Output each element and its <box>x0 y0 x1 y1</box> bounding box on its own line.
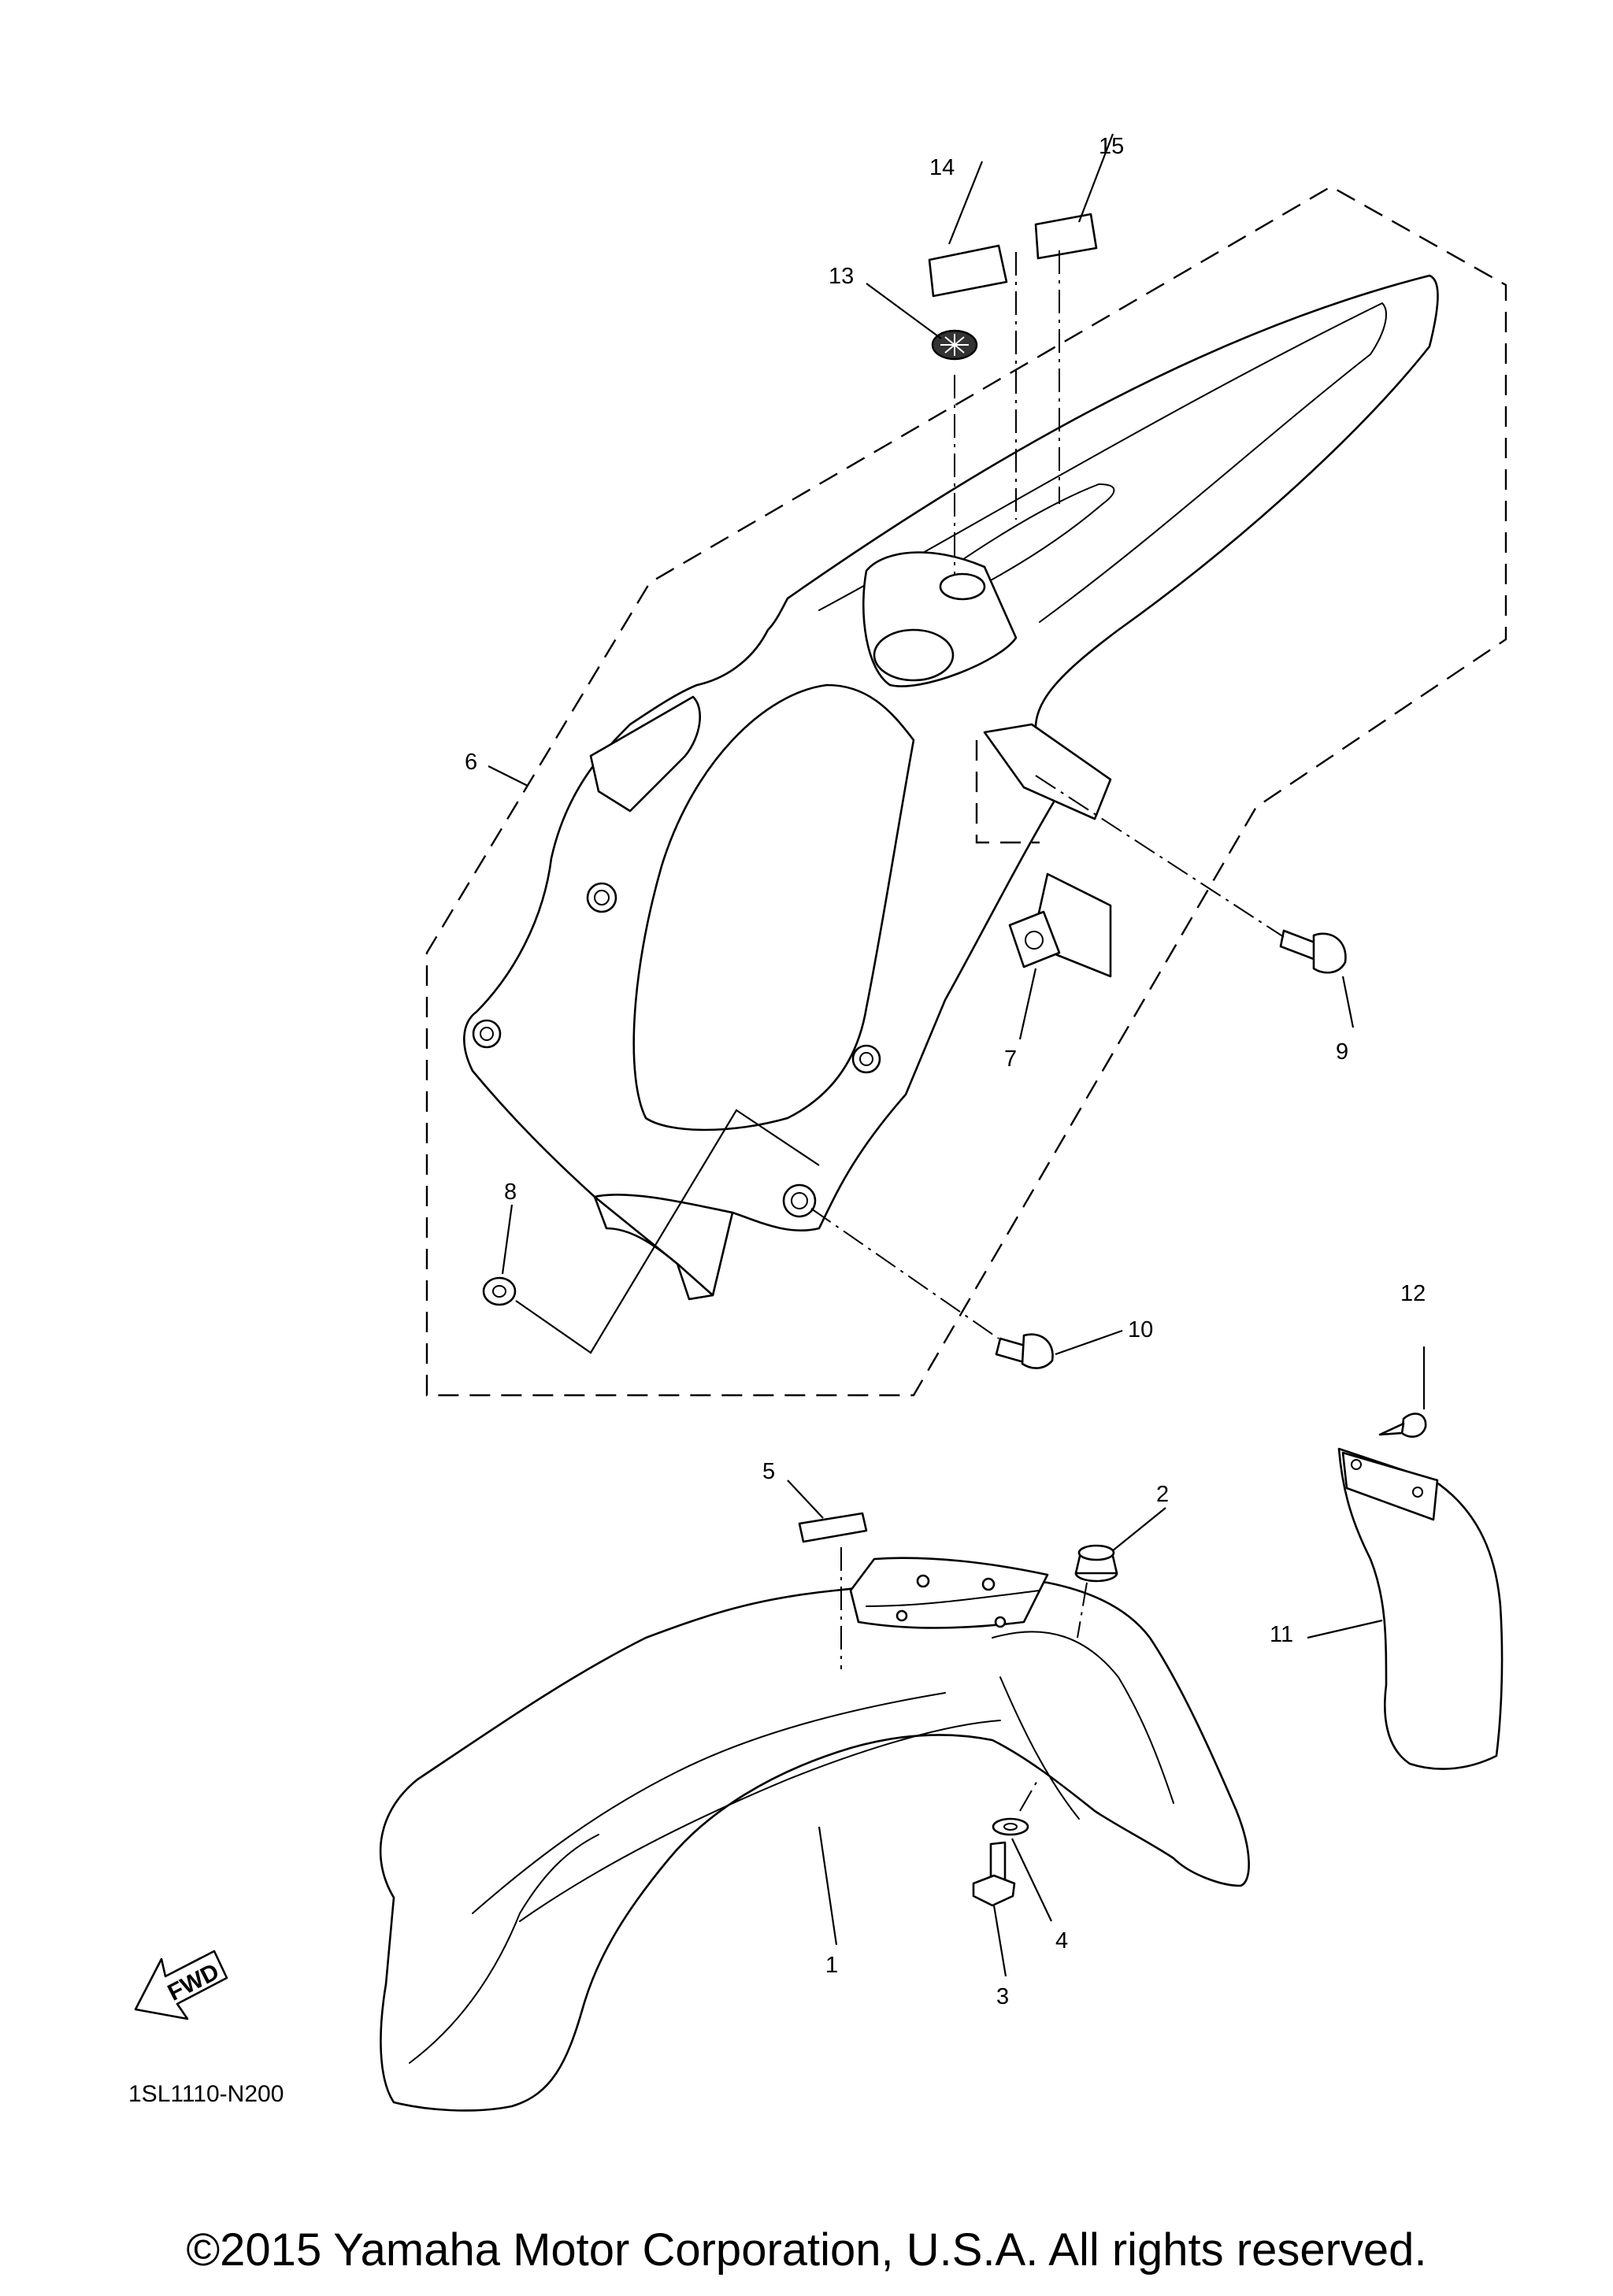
copyright-notice: ©2015 Yamaha Motor Corporation, U.S.A. A… <box>186 2224 1426 2276</box>
mudflap-part-11 <box>1337 1447 1504 1770</box>
callout-4: 4 <box>1055 1928 1068 1953</box>
callout-13: 13 <box>829 264 854 289</box>
callout-2: 2 <box>1156 1482 1169 1507</box>
callout-7: 7 <box>1004 1046 1017 1072</box>
fender-mount-plate <box>849 1557 1049 1629</box>
callout-10: 10 <box>1128 1317 1153 1342</box>
screw-part-12 <box>1378 1413 1427 1438</box>
grommet-part-2 <box>1074 1544 1118 1583</box>
diagram-code: 1SL1110-N200 <box>128 2081 284 2107</box>
callout-5: 5 <box>762 1459 775 1484</box>
bolt-part-10 <box>995 1333 1054 1369</box>
callout-9: 9 <box>1336 1039 1348 1065</box>
decal-part-14 <box>928 244 1008 298</box>
callout-12: 12 <box>1400 1281 1426 1306</box>
bolt-part-3 <box>972 1841 1016 1907</box>
callout-11: 11 <box>1270 1622 1293 1647</box>
callout-15: 15 <box>1099 134 1124 159</box>
callout-6: 6 <box>465 750 477 775</box>
callout-14: 14 <box>929 155 955 180</box>
callout-8: 8 <box>504 1179 517 1205</box>
dashed-assembly-boundary <box>425 185 1507 1397</box>
callout-1: 1 <box>825 1953 838 1978</box>
bolt-part-9 <box>1279 929 1347 974</box>
callout-3: 3 <box>996 1984 1009 2009</box>
decal-part-15 <box>1034 213 1098 260</box>
rear-fender-part-6 <box>463 274 1439 1301</box>
front-fender-part-1 <box>379 1578 1250 2112</box>
decal-part-5 <box>798 1512 868 1543</box>
clip-nut-part-7 <box>1008 910 1061 968</box>
fwd-direction-arrow: FWD <box>134 1950 228 2020</box>
washer-part-4 <box>992 1817 1029 1836</box>
grommet-part-8 <box>482 1276 517 1306</box>
emblem-part-13 <box>931 329 978 361</box>
